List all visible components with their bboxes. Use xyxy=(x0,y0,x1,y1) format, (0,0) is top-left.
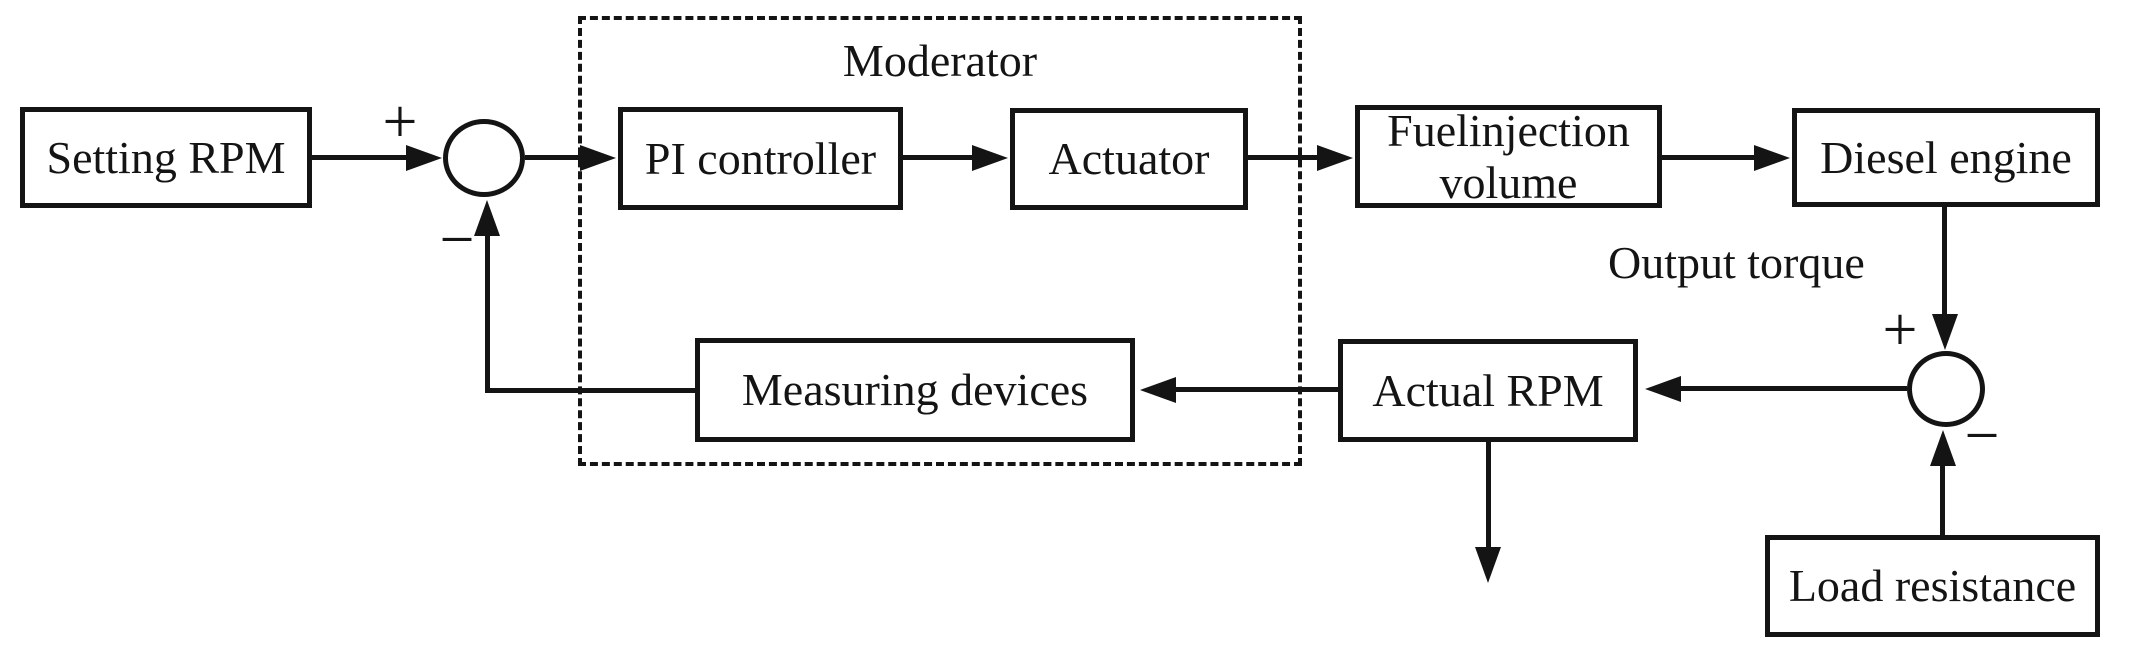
measuring-devices-node: Measuring devices xyxy=(695,338,1135,442)
edge-sum2-to-actual-rpm xyxy=(1679,386,1907,391)
edge-fuel-injection-to-diesel-engine xyxy=(1662,155,1756,160)
actuator-node: Actuator xyxy=(1010,108,1248,210)
sum2-plus-sign: + xyxy=(1882,295,1918,364)
edge-actual-rpm-output xyxy=(1486,442,1491,549)
sum-junction-2 xyxy=(1907,351,1985,427)
edge-sum1-to-pi-controller xyxy=(525,155,582,160)
sum2-minus-sign: − xyxy=(1964,401,2000,470)
arrowhead-pi-controller-to-actuator xyxy=(972,145,1008,171)
arrowhead-fuel-injection-to-diesel-engine xyxy=(1754,145,1790,171)
fuel-injection-volume-node: Fuelinjection volume xyxy=(1355,105,1662,208)
arrowhead-setting-rpm-to-sum1 xyxy=(406,145,442,171)
sum1-plus-sign: + xyxy=(382,87,418,156)
sum-junction-1 xyxy=(443,119,525,197)
arrowhead-load-resistance-to-sum2 xyxy=(1930,430,1956,466)
edge-measuring-devices-feedback-horizontal xyxy=(485,388,695,393)
arrowhead-actual-rpm-to-measuring-devices xyxy=(1140,377,1176,403)
edge-actuator-to-fuel-injection xyxy=(1248,155,1319,160)
edge-diesel-engine-to-sum2 xyxy=(1942,207,1947,316)
output-torque-label: Output torque xyxy=(1608,237,1865,288)
arrowhead-diesel-engine-to-sum2 xyxy=(1932,314,1958,350)
arrowhead-feedback-to-sum1 xyxy=(474,200,500,236)
sum1-minus-sign: − xyxy=(439,205,475,274)
moderator-group-outline xyxy=(578,16,1302,466)
arrowhead-actuator-to-fuel-injection xyxy=(1317,145,1353,171)
arrowhead-sum1-to-pi-controller xyxy=(580,145,616,171)
edge-measuring-devices-feedback-vertical xyxy=(485,234,490,393)
load-resistance-node: Load resistance xyxy=(1765,535,2100,637)
actual-rpm-node: Actual RPM xyxy=(1338,339,1638,442)
pi-controller-node: PI controller xyxy=(618,107,903,210)
edge-load-resistance-to-sum2 xyxy=(1940,464,1945,535)
edge-pi-controller-to-actuator xyxy=(903,155,974,160)
arrowhead-sum2-to-actual-rpm xyxy=(1645,376,1681,402)
moderator-label: Moderator xyxy=(842,35,1038,86)
edge-actual-rpm-to-measuring-devices xyxy=(1174,387,1338,392)
arrowhead-actual-rpm-output xyxy=(1475,547,1501,583)
edge-setting-rpm-to-sum1 xyxy=(312,155,408,160)
diesel-engine-node: Diesel engine xyxy=(1792,108,2100,207)
setting-rpm-node: Setting RPM xyxy=(20,107,312,208)
